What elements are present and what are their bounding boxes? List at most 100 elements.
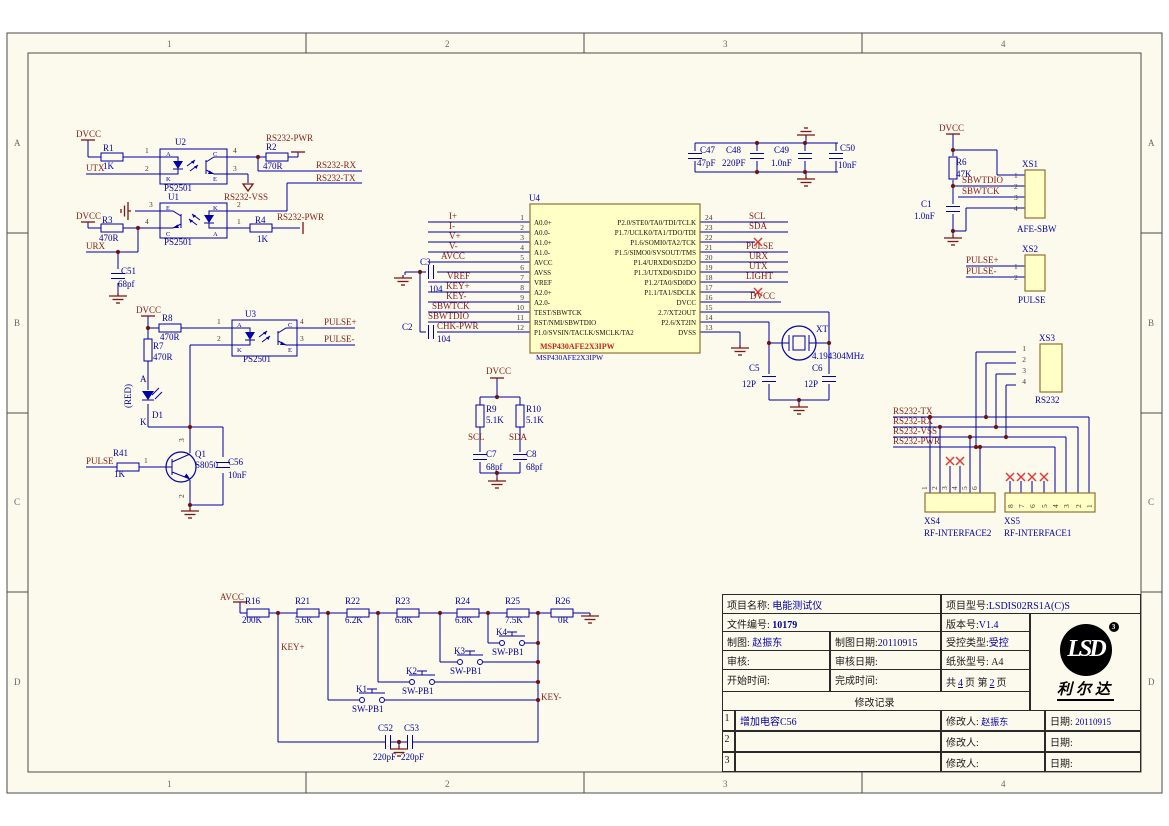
led-arrow [151,387,160,396]
junction-dot [535,610,541,616]
paper-value: A4 [991,657,1004,668]
ground-symbol [181,508,199,519]
ref-label: SW-PB1 [492,647,524,657]
pin-letter: K [237,347,242,354]
net-label: KEY+ [446,281,470,291]
switch-terminal [359,697,365,703]
pin-number: 21 [705,243,713,252]
net-label: PULSE- [966,266,997,276]
net-label: AVCC [441,251,465,261]
version-value: V1.4 [978,620,999,631]
control-type-cell: 受控类型:受控 [941,631,1030,651]
component-body [1039,343,1063,393]
zone-marker: D [1148,677,1155,687]
resistor [346,608,370,618]
ref-label: R6 [956,157,967,167]
ref-label: K [140,417,147,427]
file-no-value: 10179 [772,620,798,631]
title-block: 项目名称: 电能测试仪 项目型号:LSDIS02RS1A(C)S 文件编号: 1… [722,594,1141,772]
component-body [924,492,996,513]
junction-dot [967,434,973,440]
pin-number: 2 [237,200,241,209]
ground-symbol [120,202,131,220]
audit-date-label: 审核日期: [835,657,878,668]
revision-row-date: 日期: [1045,752,1141,772]
ref-label: RF-INTERFACE2 [924,528,991,538]
pin-name: RST/NMI/SBWTDIO [534,319,596,327]
pin-number: 3 [1022,366,1026,375]
zone-marker: A [14,138,21,148]
pin-number: 1 [144,456,148,465]
zone-marker: 2 [445,39,450,49]
net-label: I+ [449,211,457,221]
resistor [100,223,124,233]
drawn-date-label: 制图日期: [835,638,878,649]
pin-number: 1 [145,146,149,155]
opto-part [204,215,214,223]
revision-row-desc [735,752,941,772]
revision-row-desc: 增加电容C56 [735,710,941,731]
pin-number: 4 [1022,377,1026,386]
switch-terminal [477,659,483,665]
ref-label: K3 [454,646,465,656]
ref-label: C7 [486,449,497,459]
pin-name: DVSS [678,329,696,337]
net-label: SDA [749,221,768,231]
pin-letter: C [288,322,292,329]
ref-label: 10nF [228,470,247,480]
ref-label: 220pF [373,752,396,762]
modifier-label: 修改人: [946,717,979,728]
junction-dot [1003,434,1009,440]
pin-number: 1 [217,317,221,326]
pages-mid: 页 第 [965,678,988,689]
pin-name: P1.2/TA0/SD0DO [645,279,696,287]
pin-number: 2 [520,223,524,232]
ref-label: 220pF [401,752,424,762]
switch-terminal [409,679,415,685]
modifier-value: 赵振东 [981,717,1009,727]
zone-marker: B [14,318,20,328]
ref-label: PS2501 [243,354,271,364]
no-connect-x-icon [1005,472,1015,482]
ground-symbol [488,478,506,489]
opto-part [194,165,198,169]
pin-letter: K [213,205,218,212]
zone-marker: 3 [723,779,728,789]
pin-number: 4 [950,486,959,490]
pin-name: P1.6/SOMI0/TA2/TCK [630,239,696,247]
pin-number: 4 [145,217,149,226]
version-label: 版本号: [946,620,979,631]
pin-number: 4 [233,146,237,155]
junction-dot [187,502,193,508]
pin-number: 6 [970,486,979,490]
net-label: DVCC [486,366,511,376]
component-body [1004,492,1096,513]
ref-label: R25 [505,596,521,606]
resistor [265,152,289,162]
opto-part [208,210,227,229]
control-label: 受控类型: [946,638,989,649]
net-label: I- [449,221,455,231]
pin-name: P1.5/SIMO0/SVSOUT/TMS [615,249,696,257]
pin-number: 3 [149,200,153,209]
ref-label: C50 [840,143,856,153]
pin-name: P2.0/STE0/TA0/TDI/TCLK [617,219,696,227]
junction-dot [535,640,541,646]
pin-number: 3 [233,164,237,173]
junction-dot [535,659,541,665]
pin-letter: A [213,231,218,238]
pin-number: 3 [300,334,304,343]
revision-row-no: 3 [722,752,735,772]
net-label: RS232-VSS [224,192,268,202]
model-cell: 项目型号:LSDIS02RS1A(C)S [941,594,1141,614]
ref-label: 47pF [697,158,716,168]
net-label: LIGHT [746,271,773,281]
part-number: MSP430AFE2X3IPW [540,342,615,351]
junction-dot [950,228,956,234]
junction-dot [145,325,151,331]
junction-dot [494,470,500,476]
ref-label: R23 [395,596,411,606]
resistor [550,608,574,618]
